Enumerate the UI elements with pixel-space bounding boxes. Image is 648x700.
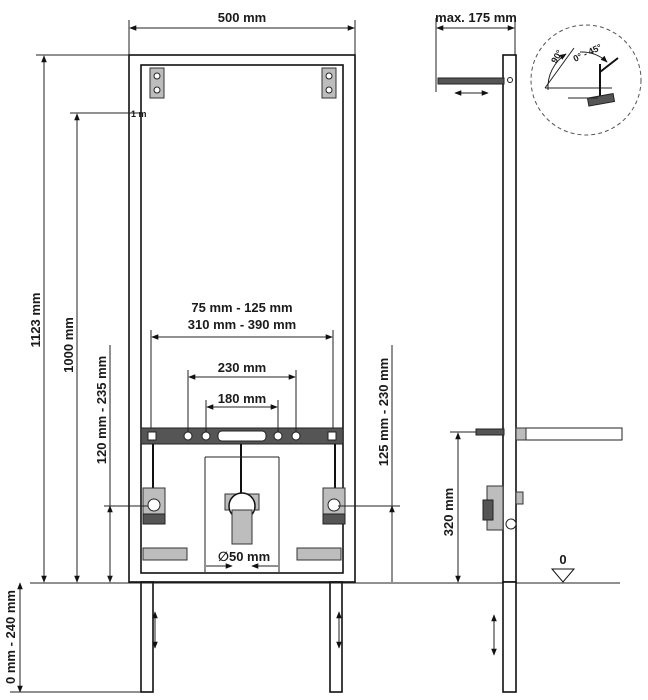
svg-text:120 mm - 235 mm: 120 mm - 235 mm [94,356,109,464]
dim-width-top: 500 mm [128,10,356,55]
svg-text:1000 mm: 1000 mm [61,317,76,373]
support-bar [515,427,623,441]
right-supply-valve [322,487,346,525]
dim-fixing-range: 75 mm - 125 mm 310 mm - 390 mm [150,300,334,428]
svg-text:180 mm: 180 mm [218,391,266,406]
dim-drain: ∅50 mm [206,549,278,569]
wall-anchor-rod [437,77,505,85]
svg-text:1123 mm: 1123 mm [28,293,43,348]
top-left-bracket [149,67,165,99]
dim-total-height: 1123 mm [28,54,129,583]
svg-text:310 mm - 390 mm: 310 mm - 390 mm [188,317,296,332]
angle-detail: 90° 0° - 45° [530,24,642,136]
dim-frame-height: 1000 mm [61,112,129,583]
dim-stud-inner: 180 mm [205,391,279,432]
left-leg [140,581,154,693]
left-supply-valve [142,487,166,525]
svg-text:max. 175 mm: max. 175 mm [435,10,517,25]
top-right-bracket [321,67,337,99]
svg-text:0: 0 [559,552,566,567]
svg-text:90°: 90° [549,48,565,65]
svg-text:0 mm - 240 mm: 0 mm - 240 mm [3,590,18,684]
dim-stud-outer: 230 mm [187,360,297,432]
dim-foot-range: 0 mm - 240 mm [3,582,141,693]
svg-text:320 mm: 320 mm [441,488,456,536]
svg-text:500 mm: 500 mm [218,10,266,25]
one-meter-marker: 1 m [131,109,147,119]
dim-supply-left: 120 mm - 235 mm [94,345,148,583]
front-view: 1 m [128,54,356,693]
svg-text:0° - 45°: 0° - 45° [572,42,604,64]
side-leg [502,581,517,693]
side-post [502,54,517,583]
svg-text:125 mm - 230 mm: 125 mm - 230 mm [376,358,391,466]
dim-supply-right: 125 mm - 230 mm [338,345,400,582]
fixing-crossbar [140,427,344,445]
svg-text:75 mm - 125 mm: 75 mm - 125 mm [191,300,292,315]
svg-text:∅50 mm: ∅50 mm [218,549,270,564]
svg-text:230 mm: 230 mm [218,360,266,375]
floor-level-marker: 0 [550,552,576,583]
right-leg [329,581,343,693]
side-view: max. 175 mm 320 mm 0 [435,10,623,693]
drain-connector [224,492,260,545]
